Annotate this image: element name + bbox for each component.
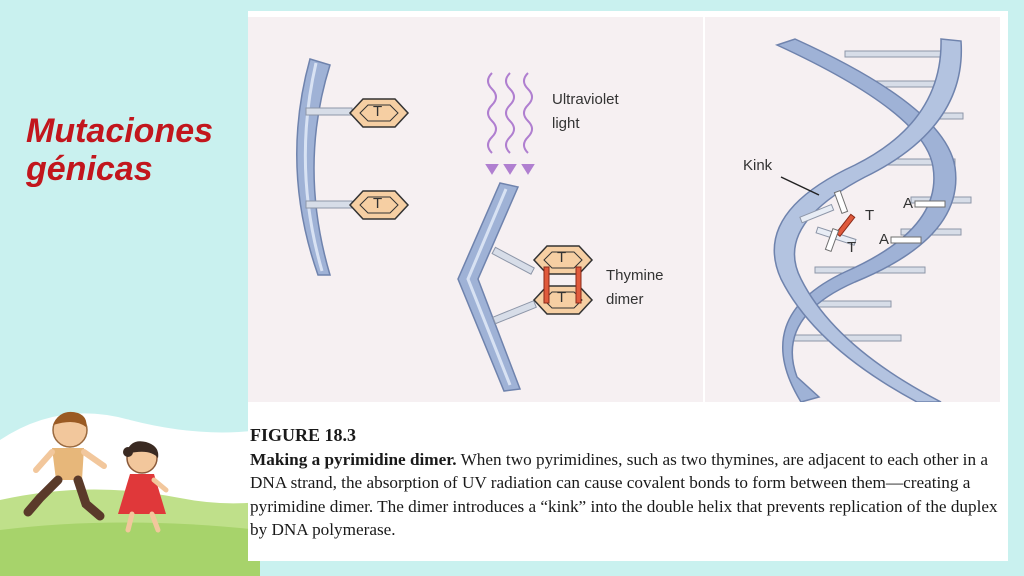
sugar-link-3: [491, 246, 535, 275]
caption-title: Making a pyrimidine dimer.: [250, 449, 457, 469]
helix-label-t-upper: T: [865, 207, 875, 224]
covalent-bond-right: [575, 266, 582, 304]
ultraviolet-waves: [485, 72, 535, 175]
thymine-dimer-label-line2: dimer: [606, 291, 644, 308]
sugar-link-1: [305, 107, 353, 116]
sugar-link-2: [305, 200, 353, 209]
figure-panel: T T T T Ultraviolet light Thymine dimer: [248, 11, 1008, 561]
dimer-label-t-lower: T: [557, 289, 567, 306]
slide-title-line1: Mutaciones: [26, 112, 214, 150]
uv-light-label-line2: light: [552, 115, 580, 132]
kink-base-lower: [824, 227, 840, 253]
base-pair-rung: [844, 50, 946, 58]
kinked-double-helix-diagram: Kink T T A A: [705, 17, 1000, 402]
dimer-label-t-upper: T: [557, 249, 567, 266]
kink-covalent-bond: [835, 213, 856, 238]
helix-label-t-lower: T: [847, 239, 857, 256]
thymine-dimer-diagram: T T T T Ultraviolet light Thymine dimer: [248, 17, 703, 402]
dna-backbone-strand-bent: [457, 182, 522, 392]
figure-caption: FIGURE 18.3 Making a pyrimidine dimer. W…: [250, 424, 1002, 542]
uv-light-label-line1: Ultraviolet: [552, 91, 619, 108]
helix-label-a-lower: A: [879, 231, 890, 248]
slide-title: Mutaciones génicas: [26, 112, 213, 188]
base-label-t1: T: [373, 103, 383, 120]
adenine-stub-upper: [914, 200, 946, 208]
dna-backbone-strand-upper: [296, 58, 332, 276]
kink-base-upper: [833, 189, 849, 215]
helix-strand-front: [774, 38, 957, 402]
decorative-hills-illustration: [0, 411, 260, 576]
helix-label-a-upper: A: [903, 195, 914, 212]
kink-label: Kink: [743, 157, 773, 174]
caption-body: Making a pyrimidine dimer. When two pyri…: [250, 448, 1002, 542]
sugar-link-4: [492, 300, 537, 325]
base-label-t2: T: [373, 195, 383, 212]
adenine-stub-lower: [890, 236, 922, 244]
kink-pointer-line: [780, 176, 820, 196]
helix-strand-back: [773, 38, 963, 402]
slide-title-line2: génicas: [26, 150, 153, 188]
kink-link-upper: [799, 203, 835, 224]
caption-text: When two pyrimidines, such as two thymin…: [250, 449, 998, 540]
girl-illustration: [118, 441, 169, 533]
boy-illustration: [23, 411, 107, 521]
thymine-base-1: [348, 98, 410, 128]
thymine-dimer-label-line1: Thymine: [606, 267, 664, 284]
caption-figure-number: FIGURE 18.3: [250, 425, 357, 445]
covalent-bond-left: [543, 266, 550, 304]
thymine-base-2: [348, 190, 410, 220]
